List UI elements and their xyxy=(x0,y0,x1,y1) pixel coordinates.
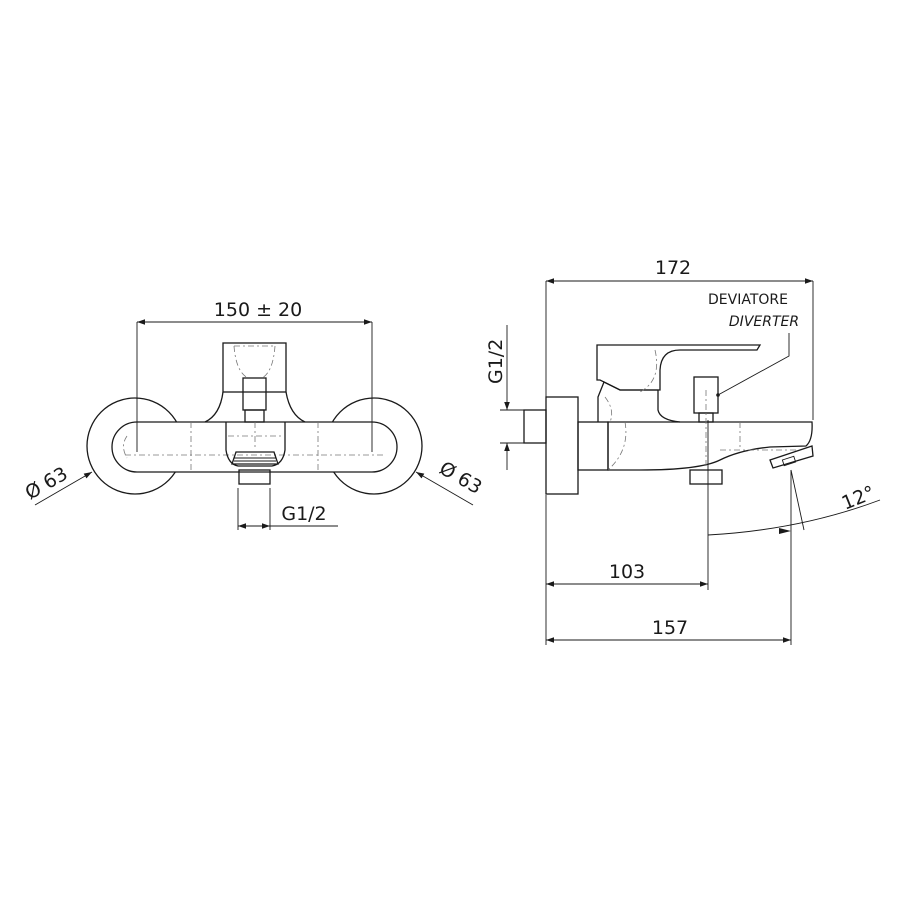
aerator xyxy=(231,451,279,465)
wall-flange-side xyxy=(545,396,579,495)
right-diameter-label: Ø 63 xyxy=(436,457,486,499)
diverter-distance-label: 103 xyxy=(609,561,645,583)
lever-handle-side xyxy=(596,344,762,391)
diverter-leader xyxy=(717,333,790,396)
mixer-body-bar xyxy=(111,421,398,473)
left-diameter-leader xyxy=(34,471,93,506)
spout-aerator xyxy=(769,445,814,469)
outlet-thread-label: G1/2 xyxy=(281,503,326,525)
spout-front xyxy=(225,422,286,467)
inlet-thread-label: G1/2 xyxy=(485,339,507,384)
side-view: 172 G1/2 DEVIATORE DIVERTER 103 157 12° xyxy=(485,257,881,645)
diverter-label-en: DIVERTER xyxy=(729,314,799,330)
outlet-fitting xyxy=(238,469,271,485)
front-view: 150 ± 20 G1/2 Ø 63 Ø 63 xyxy=(22,299,486,530)
body-neck xyxy=(204,391,306,423)
width-dimension-label: 150 ± 20 xyxy=(214,299,302,321)
spout-angle-label: 12° xyxy=(839,482,878,515)
diverter-label-it: DEVIATORE xyxy=(708,292,788,308)
spout-distance-label: 157 xyxy=(652,617,688,639)
diverter-knob-front xyxy=(242,377,267,411)
depth-dimension-label: 172 xyxy=(655,257,691,279)
inlet-stub xyxy=(523,409,547,444)
spout-side xyxy=(607,421,813,471)
angle-arc xyxy=(707,499,881,536)
lever-block xyxy=(222,342,287,393)
right-diameter-leader xyxy=(415,471,474,506)
outlet-fitting-side xyxy=(689,469,723,485)
